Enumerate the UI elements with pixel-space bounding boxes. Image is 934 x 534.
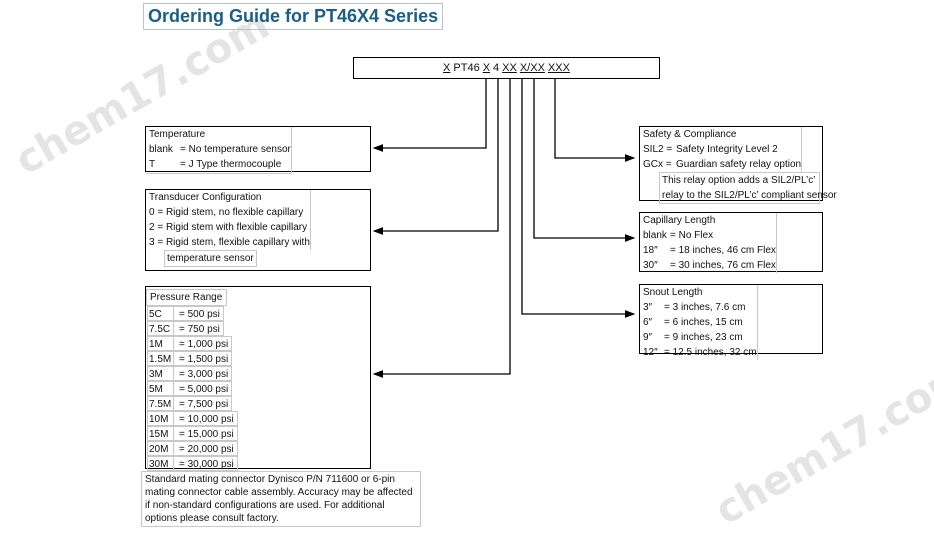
arrow-snout: [521, 79, 636, 318]
snout-option: 3″= 3 inches, 7.6 cm: [643, 302, 746, 313]
pressure-option: 7.5M= 7,500 psi: [147, 396, 370, 411]
snout-option: 12″= 12.5 inches, 32 cm: [643, 347, 757, 358]
safety-option: SIL2 =Safety Integrity Level 2: [643, 144, 778, 155]
pressure-option: 5M= 5,000 psi: [147, 381, 370, 396]
arrow-temperature: [372, 79, 487, 152]
code-segment-temperature: X: [482, 62, 491, 74]
pressure-option: 5C= 500 psi: [147, 306, 370, 321]
transducer-header: Transducer Configuration: [149, 192, 262, 203]
transducer-box: Transducer Configuration 0 = Rigid stem,…: [145, 189, 371, 271]
pressure-option: 1.5M= 1,500 psi: [147, 351, 370, 366]
safety-note: relay to the SIL2/PL’c’ compliant sensor: [662, 190, 837, 201]
code-segment-pressure: XX: [502, 62, 517, 74]
pressure-box: Pressure Range 5C= 500 psi 7.5C= 750 psi…: [145, 286, 371, 471]
capillary-box: Capillary Length blank= No Flex 18″= 18 …: [639, 212, 823, 273]
temperature-option: T= J Type thermocouple: [149, 159, 282, 170]
code-segment-prefix: X: [443, 62, 451, 74]
pressure-option: 3M= 3,000 psi: [147, 366, 370, 381]
code-segment-safety: XXX: [547, 62, 570, 74]
code-segment-snout-capillary: X/XX: [519, 62, 545, 74]
capillary-option: 30″= 30 inches, 76 cm Flex: [643, 260, 776, 271]
snout-box: Snout Length 3″= 3 inches, 7.6 cm 6″= 6 …: [639, 284, 823, 360]
temperature-option: blank= No temperature sensor: [149, 144, 291, 155]
transducer-option: 2 = Rigid stem with flexible capillary: [149, 222, 308, 233]
transducer-option: 3 = Rigid stem, flexible capillary with: [149, 237, 310, 248]
safety-option: GCx =Guardian safety relay option: [643, 159, 802, 170]
temperature-box: Temperature blank= No temperature sensor…: [145, 126, 371, 174]
page-title: Ordering Guide for PT46X4 Series: [143, 3, 444, 30]
transducer-option: 0 = Rigid stem, no flexible capillary: [149, 207, 304, 218]
pressure-option: 15M= 15,000 psi: [147, 426, 370, 441]
safety-box: Safety & Compliance SIL2 =Safety Integri…: [639, 126, 837, 204]
snout-option: 6″= 6 inches, 15 cm: [643, 317, 743, 328]
connector-arrows: [372, 79, 636, 378]
model-code-box: X PT46 X 4 XX X/XX XXX: [353, 57, 660, 79]
capillary-header: Capillary Length: [643, 215, 716, 226]
arrow-safety: [554, 79, 636, 162]
snout-header: Snout Length: [643, 287, 703, 298]
temperature-header: Temperature: [149, 129, 206, 140]
safety-header: Safety & Compliance: [643, 129, 737, 140]
snout-option: 9″= 9 inches, 23 cm: [643, 332, 743, 343]
pressure-option: 20M= 20,000 psi: [147, 441, 370, 456]
capillary-option: blank= No Flex: [643, 230, 714, 241]
code-segment-fixed: 4: [493, 62, 500, 74]
arrow-capillary: [533, 79, 636, 242]
code-segment-series: PT46: [453, 62, 480, 74]
pressure-option: 7.5C= 750 psi: [147, 321, 370, 336]
pressure-header: Pressure Range: [146, 289, 228, 306]
arrow-pressure: [372, 79, 511, 378]
transducer-continuation: temperature sensor: [164, 250, 257, 267]
safety-note: This relay option adds a SIL2/PL’c’: [662, 175, 816, 186]
pressure-option: 1M= 1,000 psi: [147, 336, 370, 351]
pressure-option: 30M= 30,000 psi: [147, 456, 370, 471]
arrow-transducer: [372, 79, 499, 235]
capillary-option: 18″= 18 inches, 46 cm Flex: [643, 245, 776, 256]
pressure-option: 10M= 10,000 psi: [147, 411, 370, 426]
footnote: Standard mating connector Dynisco P/N 71…: [141, 471, 421, 527]
